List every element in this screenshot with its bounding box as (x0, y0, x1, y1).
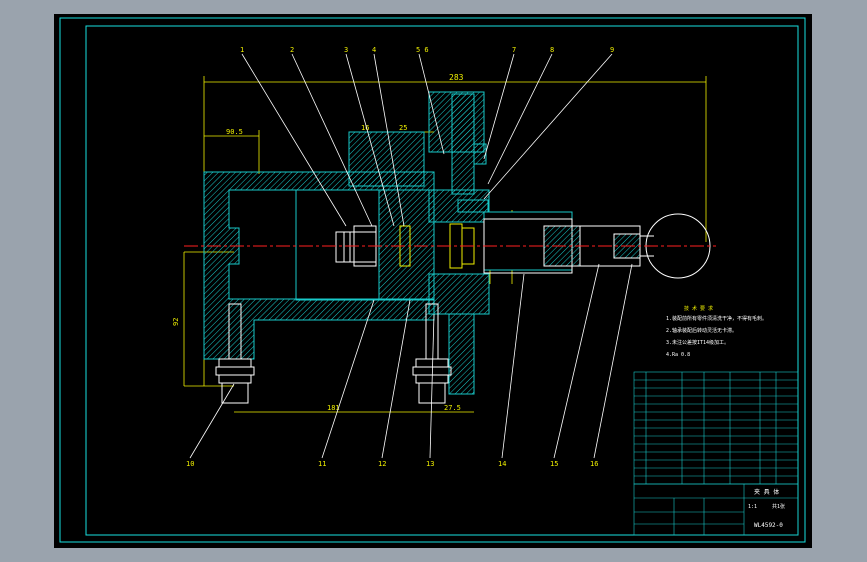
leader-lines (189, 53, 633, 459)
dim-bore-b: 25 (399, 124, 407, 132)
title-block-scale: 1:1 (748, 504, 757, 510)
balloon-10: 10 (186, 460, 194, 468)
balloon-3: 3 (344, 46, 348, 54)
notes-line-2: 2.轴承装配后转动灵活无卡滞。 (666, 327, 737, 334)
balloon-4: 4 (372, 46, 376, 54)
balloon-11: 11 (318, 460, 326, 468)
parts-list (633, 371, 799, 485)
notes-line-3: 3.未注公差按IT14级加工。 (666, 339, 729, 346)
dim-bottom-right: 27.5 (444, 404, 461, 412)
balloon-5-6: 5 6 (416, 46, 429, 54)
balloon-7: 7 (512, 46, 516, 54)
balloon-9: 9 (610, 46, 614, 54)
title-block (633, 483, 799, 536)
inner-frame (85, 25, 799, 536)
balloon-1: 1 (240, 46, 244, 54)
cad-viewport[interactable]: 283 90.5 16 25 92 181 27.5 50 160 (54, 14, 812, 548)
balloon-16: 16 (590, 460, 598, 468)
dim-bore-a: 16 (361, 124, 369, 132)
balloon-12: 12 (378, 460, 386, 468)
balloon-8: 8 (550, 46, 554, 54)
dim-top-left: 90.5 (226, 128, 243, 136)
assembly-drawing: 283 90.5 16 25 92 181 27.5 50 160 (59, 17, 806, 543)
balloon-14: 14 (498, 460, 506, 468)
left-stud (215, 303, 255, 404)
title-block-project: 夹 具 体 (754, 488, 779, 496)
balloons-top: 1 2 3 4 5 6 7 8 9 (240, 46, 614, 54)
top-flange (451, 93, 489, 213)
dim-overall-width: 283 (449, 73, 464, 82)
dim-bottom-length: 181 (327, 404, 340, 412)
notes-line-4: 4.Ra 0.8 (666, 352, 690, 358)
title-block-drawing-number: WL4592-0 (754, 522, 783, 529)
balloon-15: 15 (550, 460, 558, 468)
balloon-2: 2 (290, 46, 294, 54)
technical-notes: 技 术 要 求 1.装配前所有零件须清洗干净，不得有毛刺。 2.轴承装配后转动灵… (666, 305, 767, 358)
balloon-13: 13 (426, 460, 434, 468)
notes-line-1: 1.装配前所有零件须清洗干净，不得有毛刺。 (666, 315, 767, 322)
outer-frame (59, 17, 806, 543)
notes-title: 技 术 要 求 (684, 305, 713, 312)
balloons-bottom: 10 11 12 13 14 15 16 (186, 460, 598, 468)
title-block-sheet: 共1张 (772, 503, 785, 510)
dim-left-height: 92 (172, 318, 180, 326)
housing-body (203, 91, 490, 395)
